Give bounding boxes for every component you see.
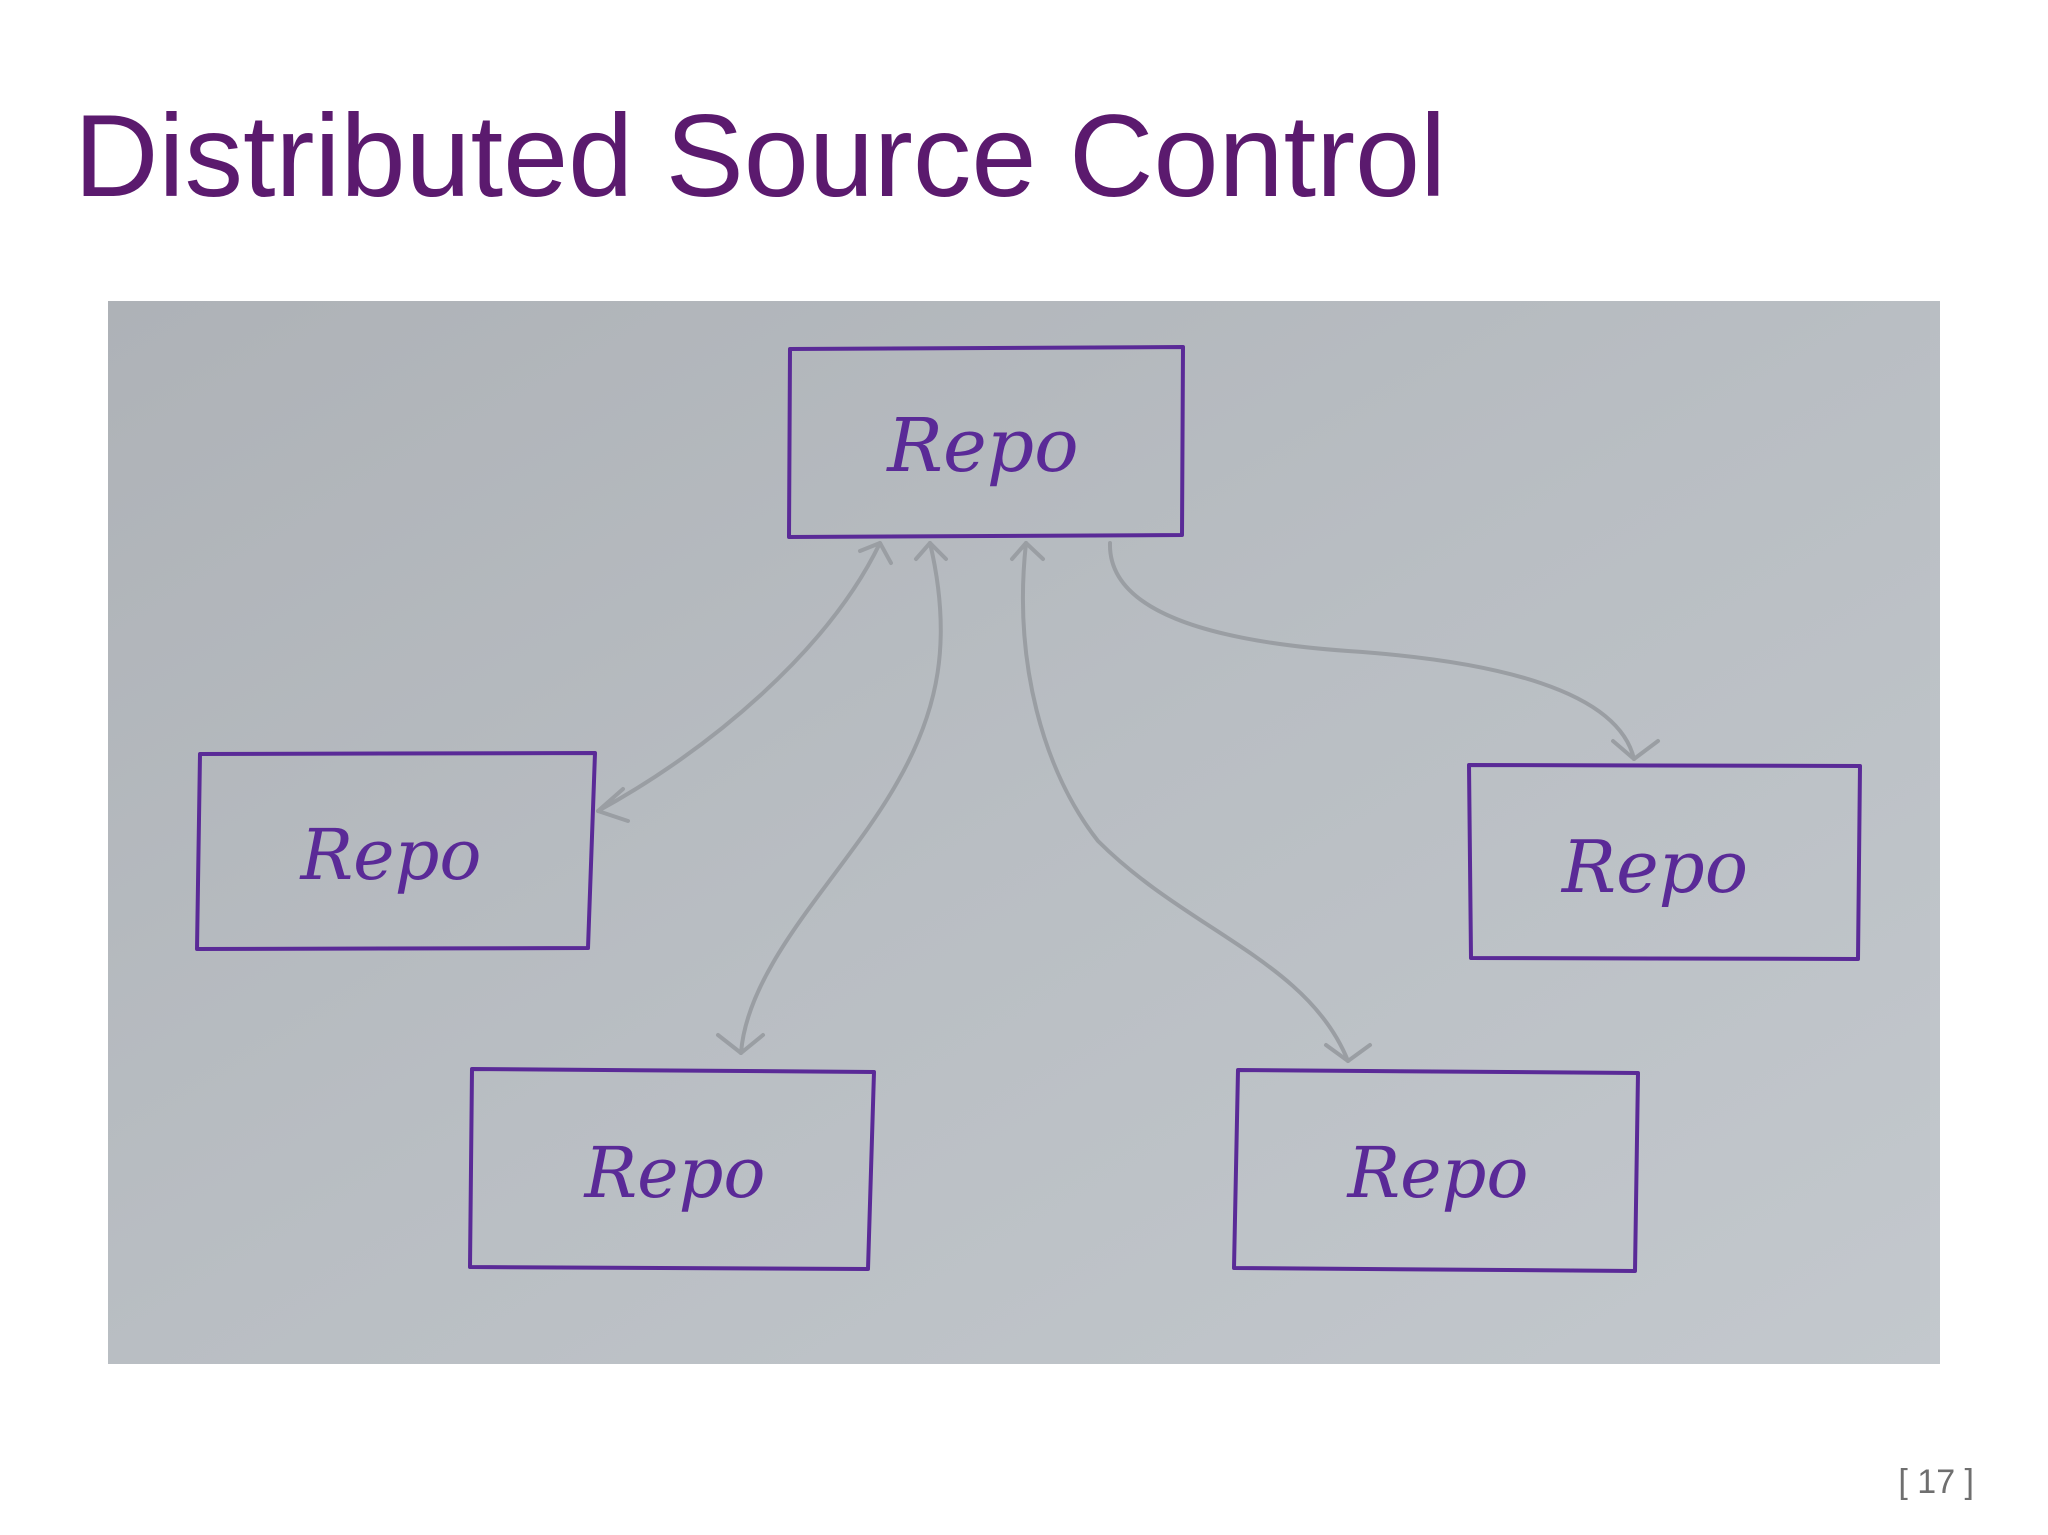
diagram-photo: Repo Repo Repo Repo Repo: [108, 301, 1940, 1364]
repo-label-left: Repo: [298, 814, 481, 896]
repo-label-right: Repo: [1560, 825, 1748, 909]
arrowhead-central-bottom-right-top: [1010, 541, 1045, 561]
repo-box-bottom-left: [468, 1067, 876, 1271]
repo-box-central: [787, 345, 1185, 539]
arrow-central-bottom-right: [1021, 541, 1350, 1063]
repo-label-bottom-left: Repo: [582, 1132, 765, 1214]
arrow-central-left: [596, 541, 882, 813]
arrowhead-central-bottom-left-bottom: [716, 1033, 765, 1055]
slide-title: Distributed Source Control: [74, 90, 1447, 221]
arrowhead-central-right: [1611, 739, 1660, 761]
arrowhead-central-bottom-right-bottom: [1324, 1043, 1372, 1063]
arrowhead-central-bottom-left-top: [914, 541, 948, 561]
repo-label-central: Repo: [885, 403, 1078, 489]
repo-box-right: [1467, 763, 1862, 961]
repo-box-left: [195, 751, 597, 951]
page-number: [ 17 ]: [1898, 1463, 1974, 1501]
repo-label-bottom-right: Repo: [1345, 1132, 1528, 1214]
distributed-repos-diagram: Repo Repo Repo Repo Repo: [108, 301, 1940, 1364]
arrow-central-right: [1107, 541, 1636, 761]
arrowhead-central-left-top: [858, 541, 893, 565]
arrow-central-bottom-left: [739, 541, 943, 1055]
repo-box-bottom-right: [1232, 1068, 1640, 1273]
arrowhead-central-left-bottom: [596, 787, 630, 823]
